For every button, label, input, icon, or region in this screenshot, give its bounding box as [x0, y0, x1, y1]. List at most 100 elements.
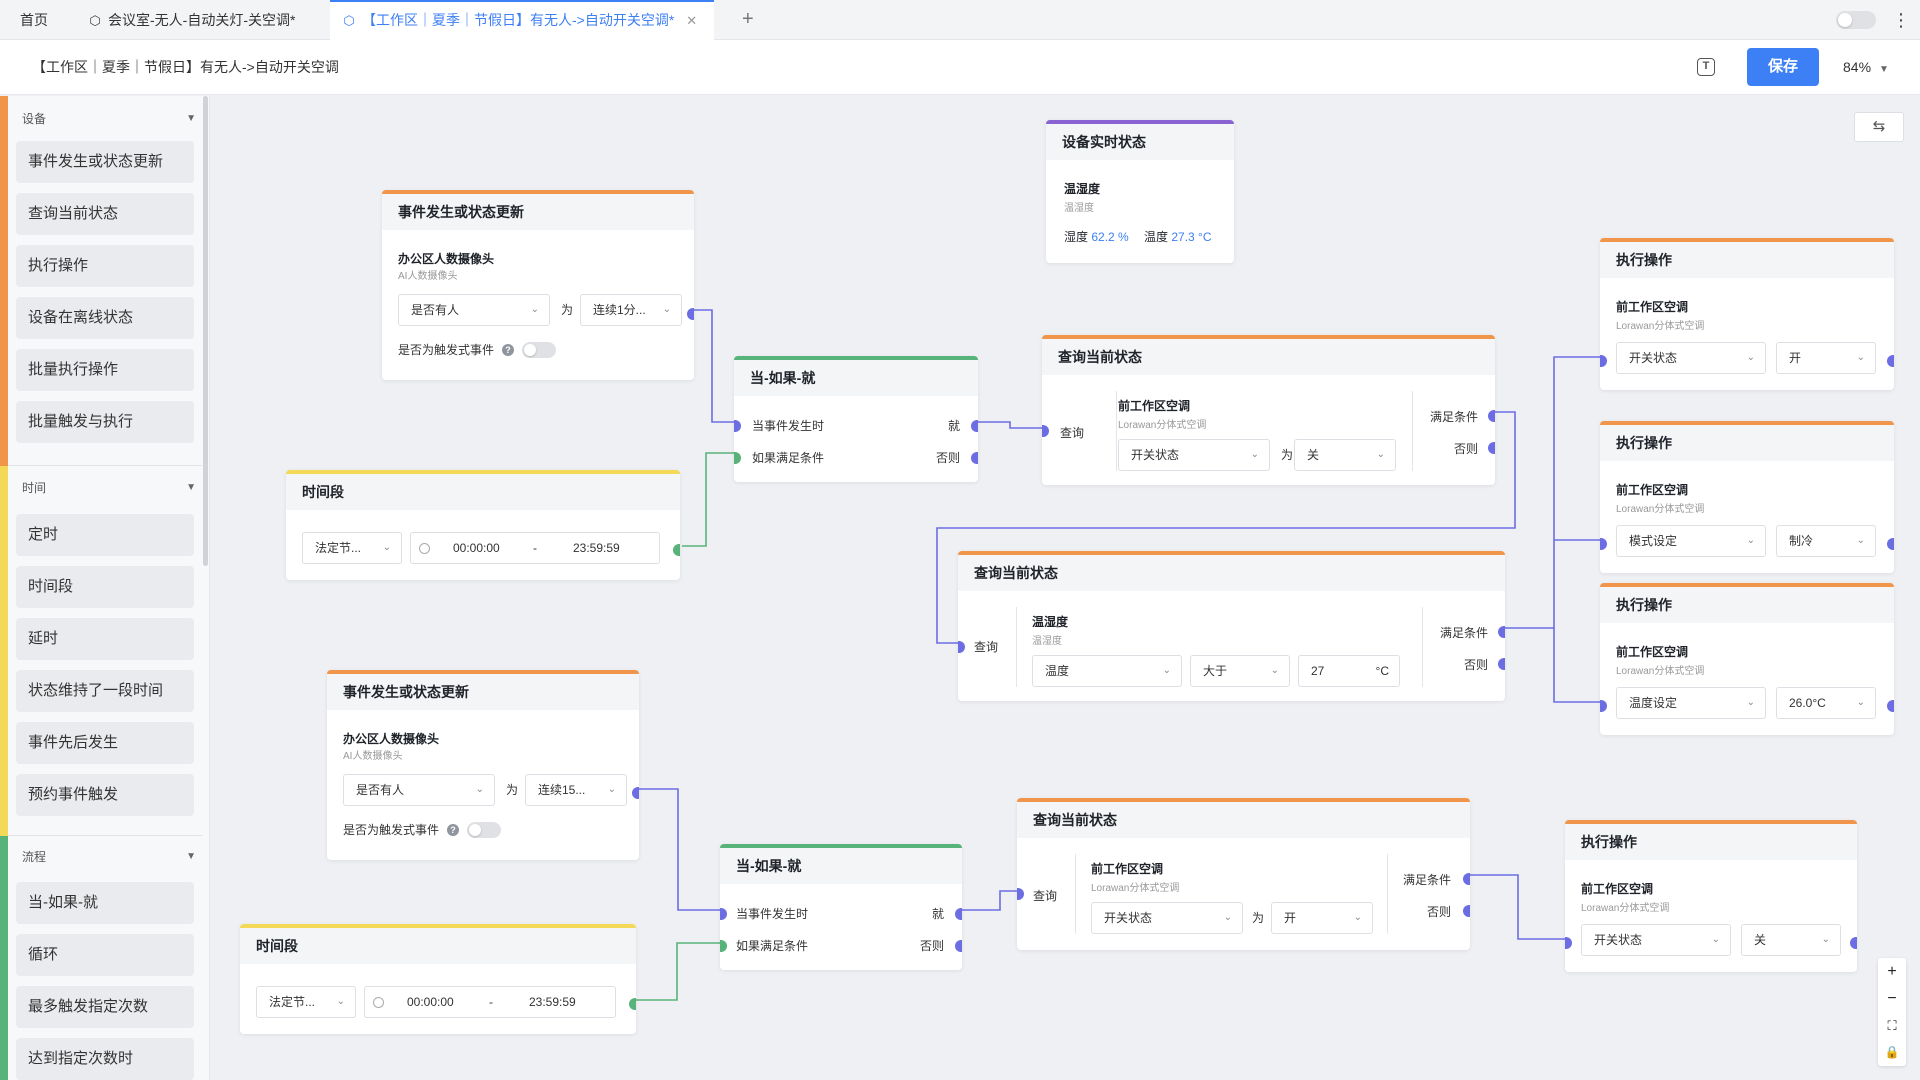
text-format-icon[interactable]: T: [1697, 58, 1715, 76]
value-select[interactable]: 26.0°C⌄: [1776, 687, 1876, 719]
node-time-range-2[interactable]: 时间段 法定节...⌄ 00:00:00 - 23:59:59: [240, 924, 636, 1034]
output-port[interactable]: [1498, 658, 1505, 670]
help-icon[interactable]: ?: [502, 344, 514, 356]
input-port[interactable]: [734, 420, 741, 432]
node-action-4[interactable]: 执行操作 前工作区空调 Lorawan分体式空调 开关状态⌄ 关⌄: [1565, 820, 1857, 972]
input-port[interactable]: [734, 452, 741, 464]
node-query-3[interactable]: 查询当前状态 查询 前工作区空调 Lorawan分体式空调 开关状态⌄ 为 开⌄…: [1017, 798, 1470, 950]
output-port[interactable]: [673, 544, 680, 556]
sidebar-item-batch-action[interactable]: 批量执行操作: [16, 349, 194, 391]
sidebar-item-delay[interactable]: 延时: [16, 618, 194, 660]
value-select[interactable]: 开⌄: [1271, 902, 1373, 934]
output-port[interactable]: [1463, 873, 1470, 885]
fit-view-button[interactable]: ⛶: [1887, 1018, 1897, 1033]
node-event-1[interactable]: 事件发生或状态更新 办公区人数摄像头 AI人数摄像头 是否有人⌄ 为 连续1分.…: [382, 190, 694, 380]
sidebar-item-action[interactable]: 执行操作: [16, 245, 194, 287]
trigger-toggle[interactable]: [522, 342, 556, 358]
input-port[interactable]: [1565, 937, 1572, 949]
threshold-input[interactable]: 27°C: [1298, 655, 1400, 687]
sidebar-item-online-status[interactable]: 设备在离线状态: [16, 297, 194, 339]
sidebar-item-timer[interactable]: 定时: [16, 514, 194, 556]
output-port[interactable]: [971, 420, 978, 432]
sidebar-item-event[interactable]: 事件发生或状态更新: [16, 141, 194, 183]
time-range-input[interactable]: 00:00:00 - 23:59:59: [364, 986, 616, 1018]
sidebar-item-state-duration[interactable]: 状态维持了一段时间: [16, 670, 194, 712]
close-icon[interactable]: ✕: [686, 13, 698, 28]
tab-meeting-room[interactable]: ⬡会议室-无人-自动关灯-关空调*: [76, 0, 307, 40]
output-port[interactable]: [629, 998, 636, 1010]
more-vertical-icon[interactable]: ⋮: [1892, 10, 1910, 30]
operator-select[interactable]: 大于⌄: [1190, 655, 1290, 687]
value-select[interactable]: 制冷⌄: [1776, 525, 1876, 557]
zoom-in-button[interactable]: +: [1887, 963, 1897, 980]
attribute-select[interactable]: 温度设定⌄: [1616, 687, 1766, 719]
node-time-range-1[interactable]: 时间段 法定节...⌄ 00:00:00 - 23:59:59: [286, 470, 680, 580]
output-port[interactable]: [1488, 410, 1495, 422]
input-port[interactable]: [1600, 355, 1607, 367]
section-header-device[interactable]: 设备▼: [22, 107, 196, 131]
sidebar-item-max-triggers[interactable]: 最多触发指定次数: [16, 986, 194, 1028]
node-action-3[interactable]: 执行操作 前工作区空调 Lorawan分体式空调 温度设定⌄ 26.0°C⌄: [1600, 583, 1894, 735]
input-port[interactable]: [1600, 700, 1607, 712]
day-type-select[interactable]: 法定节...⌄: [256, 986, 356, 1018]
value-select[interactable]: 开⌄: [1776, 342, 1876, 374]
theme-toggle[interactable]: [1836, 11, 1876, 29]
sidebar-item-time-range[interactable]: 时间段: [16, 566, 194, 608]
attribute-select[interactable]: 温度⌄: [1032, 655, 1182, 687]
tab-workspace[interactable]: ⬡【工作区｜夏季｜节假日】有无人->自动开关空调*✕: [330, 0, 714, 40]
section-header-time[interactable]: 时间▼: [22, 476, 196, 500]
output-port[interactable]: [1463, 905, 1470, 917]
save-button[interactable]: 保存: [1747, 48, 1819, 86]
output-port[interactable]: [687, 308, 694, 320]
sidebar-item-scheduled-trigger[interactable]: 预约事件触发: [16, 774, 194, 816]
output-port[interactable]: [971, 452, 978, 464]
attribute-select[interactable]: 开关状态⌄: [1091, 902, 1243, 934]
output-port[interactable]: [1498, 626, 1505, 638]
sidebar-item-batch-trigger[interactable]: 批量触发与执行: [16, 401, 194, 443]
day-type-select[interactable]: 法定节...⌄: [302, 532, 402, 564]
tab-home[interactable]: 首页: [8, 0, 60, 40]
swap-layout-button[interactable]: ⇆: [1854, 112, 1904, 142]
output-port[interactable]: [632, 787, 639, 799]
node-action-1[interactable]: 执行操作 前工作区空调 Lorawan分体式空调 开关状态⌄ 开⌄: [1600, 238, 1894, 390]
help-icon[interactable]: ?: [447, 824, 459, 836]
input-port[interactable]: [720, 940, 727, 952]
value-select[interactable]: 连续1分...⌄: [580, 294, 682, 326]
input-port[interactable]: [1600, 538, 1607, 550]
output-port[interactable]: [1850, 937, 1857, 949]
node-when-if-then-2[interactable]: 当-如果-就 当事件发生时 如果满足条件 就 否则: [720, 844, 962, 970]
zoom-select[interactable]: 84%▼: [1843, 40, 1889, 97]
output-port[interactable]: [955, 940, 962, 952]
node-when-if-then-1[interactable]: 当-如果-就 当事件发生时 如果满足条件 就 否则: [734, 356, 978, 482]
sidebar-item-event-sequence[interactable]: 事件先后发生: [16, 722, 194, 764]
zoom-out-button[interactable]: −: [1887, 990, 1897, 1007]
value-select[interactable]: 连续15...⌄: [525, 774, 627, 806]
attribute-select[interactable]: 开关状态⌄: [1581, 924, 1731, 956]
add-tab-button[interactable]: +: [742, 8, 754, 30]
trigger-toggle[interactable]: [467, 822, 501, 838]
value-select[interactable]: 关⌄: [1294, 439, 1396, 471]
input-port[interactable]: [958, 641, 965, 653]
sidebar-item-reach-count[interactable]: 达到指定次数时: [16, 1038, 194, 1080]
value-select[interactable]: 关⌄: [1741, 924, 1841, 956]
attribute-select[interactable]: 是否有人⌄: [398, 294, 550, 326]
sidebar-scrollbar[interactable]: [203, 96, 208, 566]
output-port[interactable]: [1488, 442, 1495, 454]
output-port[interactable]: [1887, 700, 1894, 712]
sidebar-item-query[interactable]: 查询当前状态: [16, 193, 194, 235]
input-port[interactable]: [720, 908, 727, 920]
input-port[interactable]: [1017, 888, 1024, 900]
node-query-2[interactable]: 查询当前状态 查询 温湿度 温湿度 温度⌄ 大于⌄ 27°C 满足条件 否则: [958, 551, 1505, 701]
node-action-2[interactable]: 执行操作 前工作区空调 Lorawan分体式空调 模式设定⌄ 制冷⌄: [1600, 421, 1894, 573]
sidebar-item-when-if-then[interactable]: 当-如果-就: [16, 882, 194, 924]
lock-button[interactable]: 🔒: [1884, 1045, 1900, 1059]
node-device-status[interactable]: 设备实时状态 温湿度 温湿度 湿度 62.2 % 温度 27.3 °C: [1046, 120, 1234, 263]
output-port[interactable]: [1887, 355, 1894, 367]
sidebar-item-loop[interactable]: 循环: [16, 934, 194, 976]
attribute-select[interactable]: 模式设定⌄: [1616, 525, 1766, 557]
time-range-input[interactable]: 00:00:00 - 23:59:59: [410, 532, 660, 564]
output-port[interactable]: [955, 908, 962, 920]
output-port[interactable]: [1887, 538, 1894, 550]
node-query-1[interactable]: 查询当前状态 查询 前工作区空调 Lorawan分体式空调 开关状态⌄ 为 关⌄…: [1042, 335, 1495, 485]
section-header-flow[interactable]: 流程▼: [22, 845, 196, 869]
